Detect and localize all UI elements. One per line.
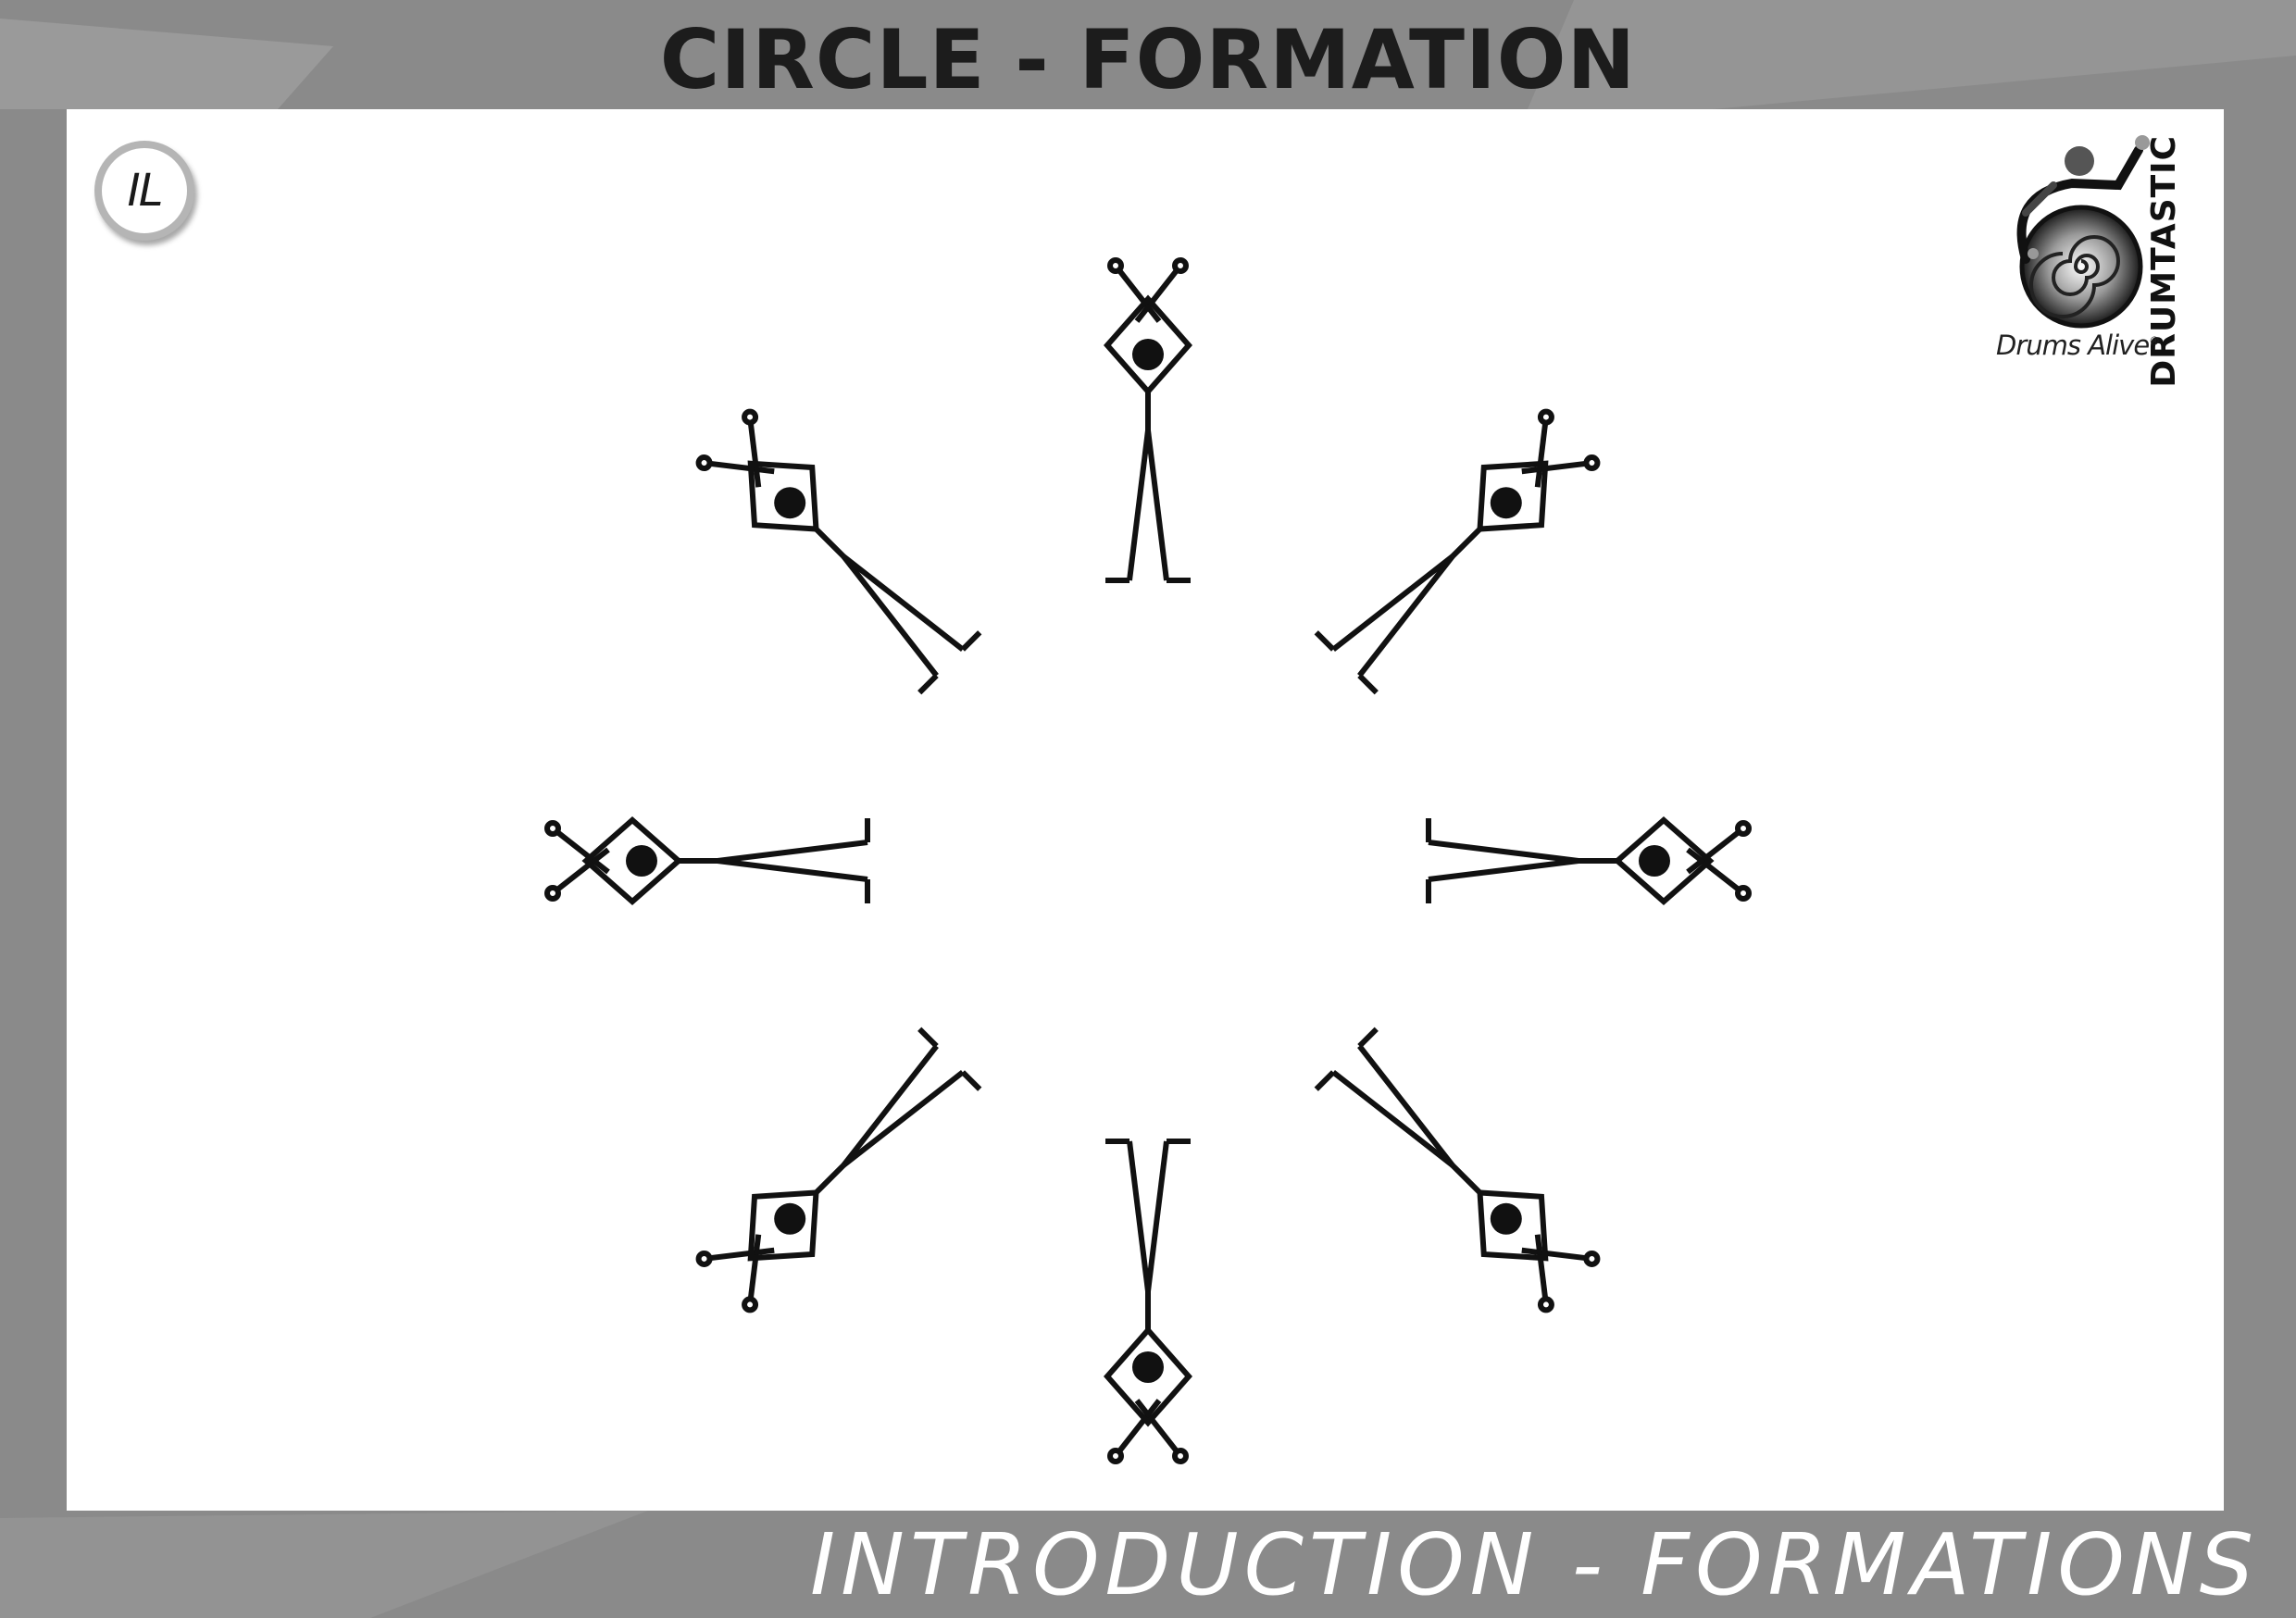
stick-figure-3 [1429, 818, 1749, 903]
stick-figure-2 [1316, 406, 1603, 693]
page-title: CIRCLE - FORMATION [659, 12, 1637, 107]
stick-figure-4 [1316, 1029, 1603, 1316]
stick-figure-8 [693, 406, 980, 693]
logo-sub-label: Drums Alive [1996, 330, 2150, 361]
badge-label: IL [127, 165, 164, 217]
slide-badge: IL [94, 141, 194, 241]
logo-registered-mark: ® [2149, 334, 2160, 348]
stick-figure-6 [693, 1029, 980, 1316]
drummer-spiral-logo-icon [2016, 135, 2150, 329]
stick-figure-5 [1105, 1141, 1191, 1462]
logo-sub-text: Drums Alive® [1996, 330, 2160, 361]
stick-figure-1 [1105, 260, 1191, 580]
section-footer: INTRODUCTION - FORMATIONS [810, 1515, 2259, 1614]
stick-figure-7 [547, 818, 867, 903]
